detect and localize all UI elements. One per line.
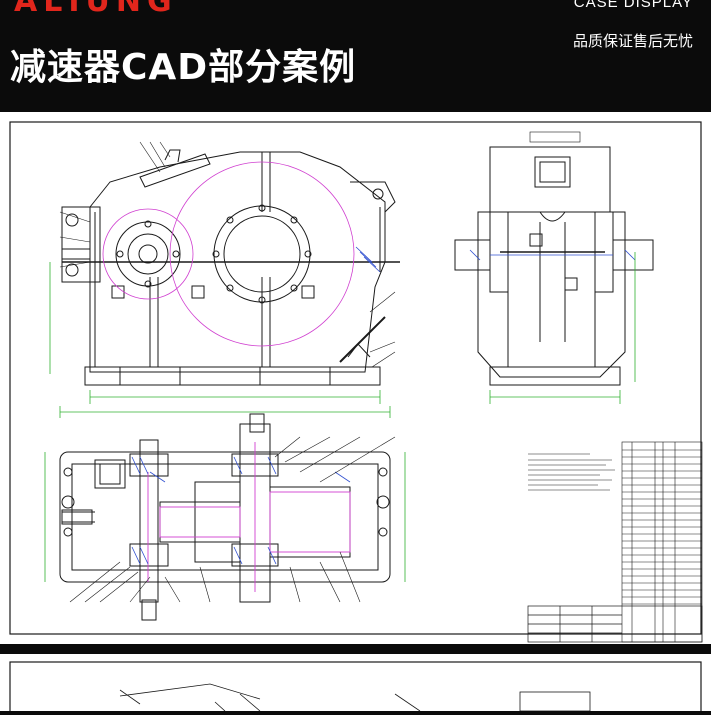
parts-list-table <box>621 441 703 643</box>
cad-drawing <box>9 121 703 643</box>
title-block <box>527 605 703 643</box>
page-title: 减速器CAD部分案例 <box>10 47 357 88</box>
cad-drawing-sheet <box>0 112 711 644</box>
page-header: ALIUNG CASE DISPLAY 减速器CAD部分案例 品质保证售后无忧 <box>0 0 711 112</box>
technical-notes <box>528 453 615 491</box>
front-view-hatch <box>355 246 381 273</box>
front-view-pitch-circles <box>102 161 355 347</box>
front-view <box>61 149 400 386</box>
top-view-leaders <box>69 436 396 603</box>
side-view-accents <box>469 249 636 261</box>
cad-drawing-2 <box>9 661 702 715</box>
top-view-dimensions <box>44 406 406 582</box>
brand-logo-text: ALIUNG <box>14 0 178 19</box>
top-view-hatch <box>131 456 351 565</box>
side-view-dimensions <box>489 252 636 404</box>
case-display-label: CASE DISPLAY <box>573 0 693 11</box>
front-view-leaders <box>59 141 396 368</box>
cad-drawing-sheet-2 <box>0 654 711 715</box>
top-view <box>59 413 391 621</box>
slogan: 品质保证售后无忧 <box>572 32 693 50</box>
side-view-title-box <box>529 131 581 143</box>
front-view-dimensions <box>49 262 381 404</box>
side-view <box>454 146 654 386</box>
